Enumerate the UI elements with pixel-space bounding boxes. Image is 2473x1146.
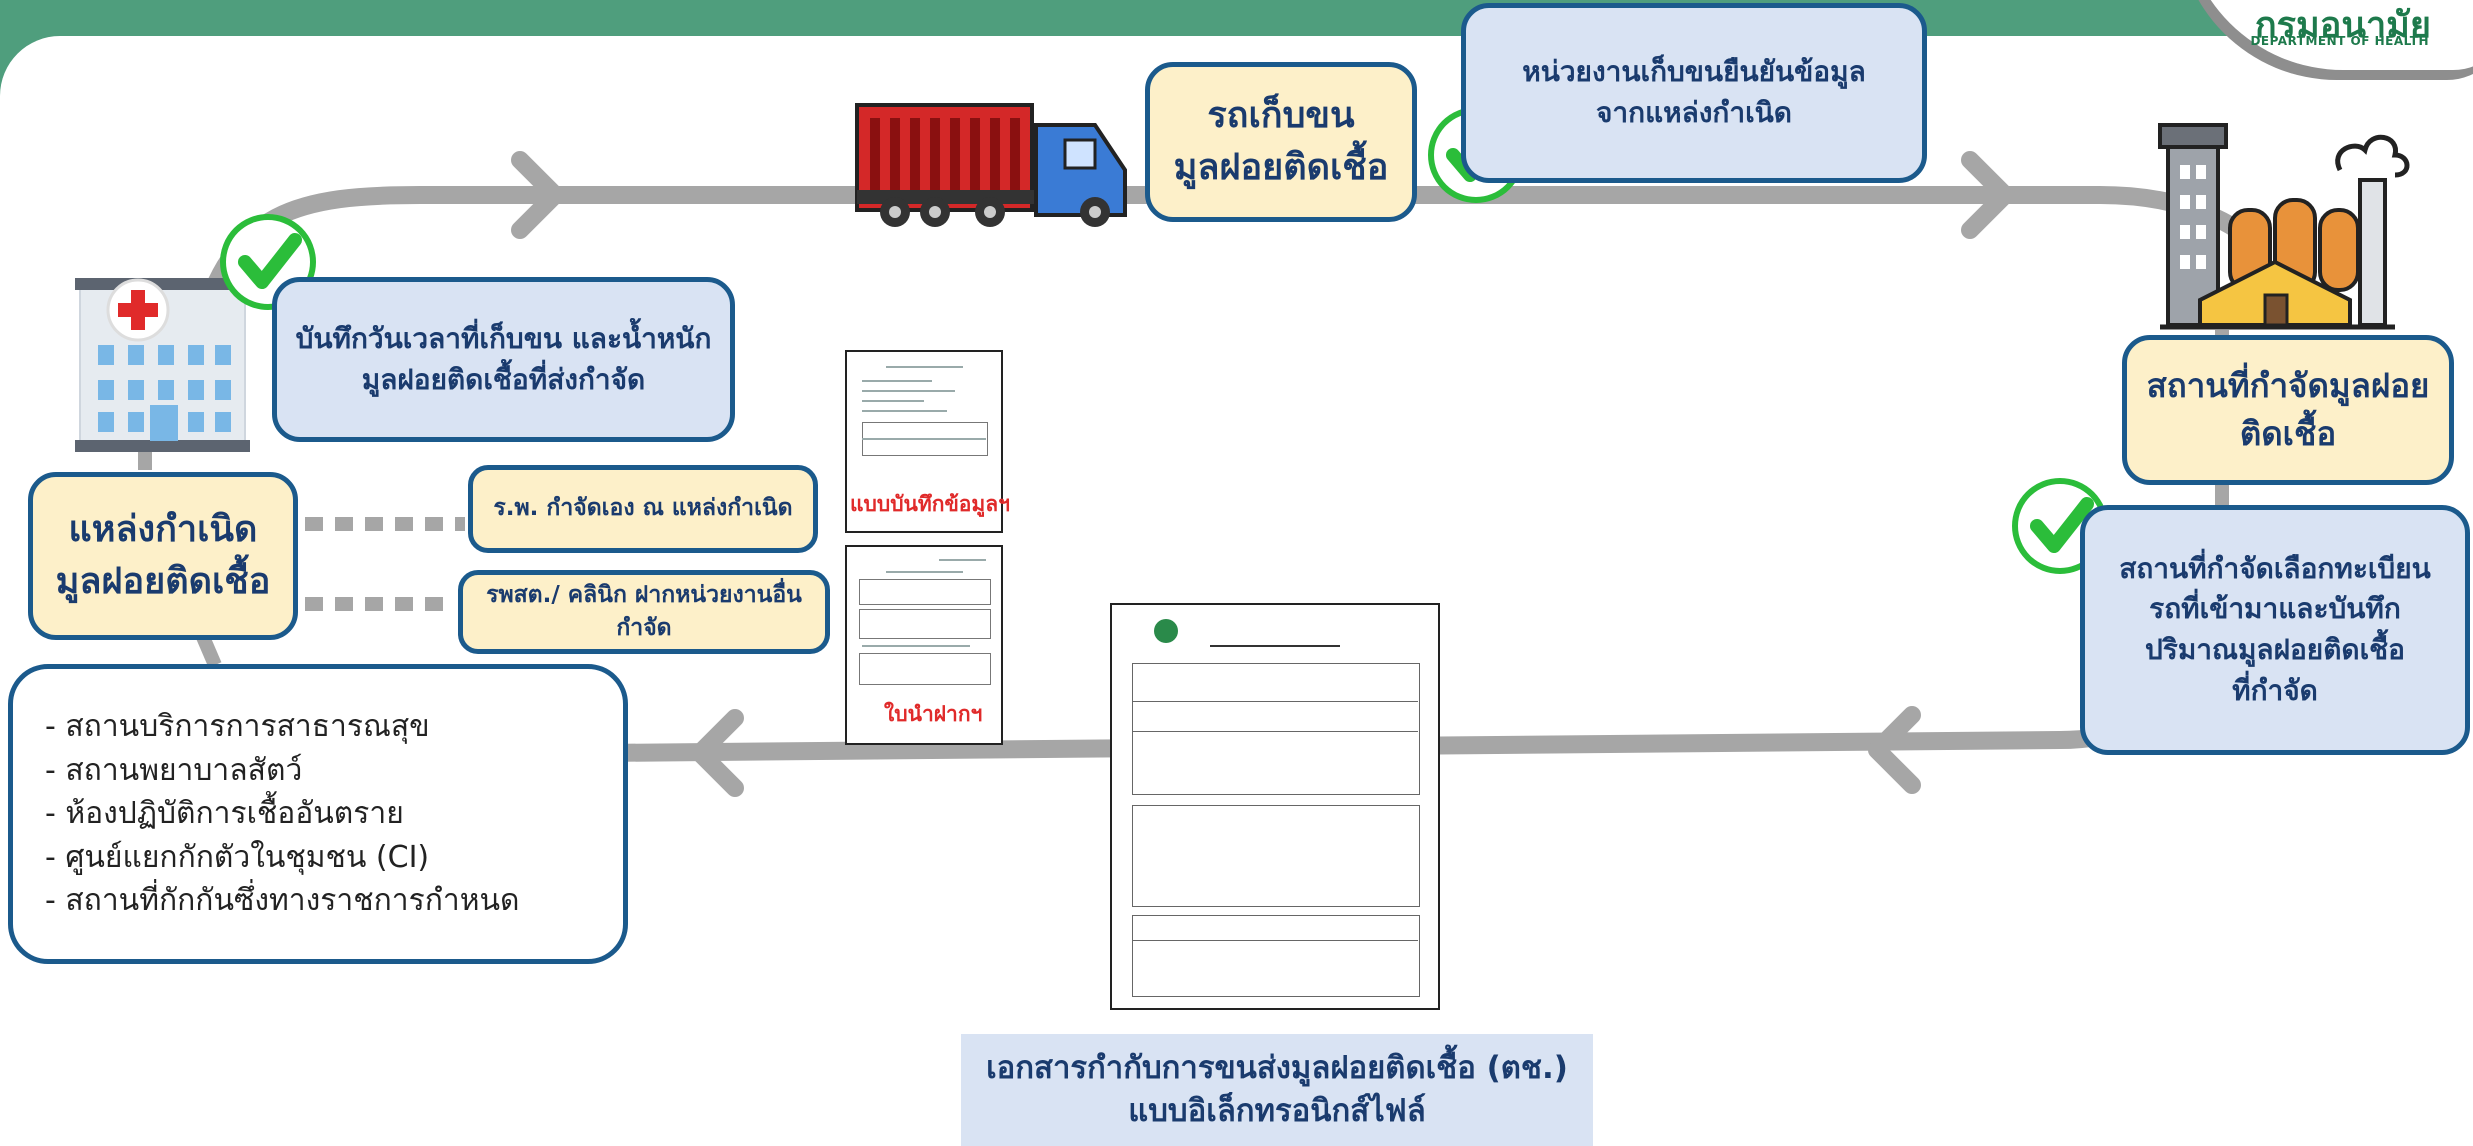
collector-note: หน่วยงานเก็บขนยืนยันข้อมูล จากแหล่งกำเนิ… — [1461, 3, 1927, 183]
arrow-right-2 — [1961, 151, 2014, 239]
source-note-line-2: มูลฝอยติดเชื้อที่ส่งกำจัด — [361, 362, 646, 396]
disposal-note-line-1: สถานที่กำจัดเลือกทะเบียน — [2119, 551, 2431, 585]
logo-name-english: DEPARTMENT OF HEALTH — [2250, 34, 2429, 48]
option-outsource-disposal: รพสต./ คลินิก ฝากหน่วยงานอื่นกำจัด — [458, 570, 830, 654]
truck-box-line-2: มูลฝอยติดเชื้อ — [1173, 147, 1389, 188]
arrow-left-1 — [1868, 706, 1921, 794]
collector-note-line-2: จากแหล่งกำเนิด — [1595, 96, 1792, 129]
disposal-note-line-2: รถที่เข้ามาและบันทึก — [2149, 592, 2401, 626]
logo-name-thai: กรมอนามัย — [2254, 5, 2431, 46]
collector-note-line-1: หน่วยงานเก็บขนยืนยันข้อมูล — [1522, 55, 1866, 89]
deposit-slip-caption: ใบนำฝากฯ — [884, 702, 983, 726]
source-type-item: - สถานพยาบาลสัตว์ — [45, 752, 303, 788]
source-type-item: - ห้องปฏิบัติการเชื้ออันตราย — [45, 796, 404, 832]
truck-box: รถเก็บขน มูลฝอยติดเชื้อ — [1145, 62, 1417, 222]
truck-icon — [855, 103, 1127, 227]
source-type-item: - สถานบริการการสาธารณสุข — [45, 709, 430, 745]
disposal-note-line-3: ปริมาณมูลฝอยติดเชื้อ — [2145, 633, 2405, 666]
option-self-disposal: ร.พ. กำจัดเอง ณ แหล่งกำเนิด — [468, 465, 818, 553]
disposal-note: สถานที่กำจัดเลือกทะเบียน รถที่เข้ามาและบ… — [2080, 505, 2470, 755]
hospital-icon — [75, 278, 250, 452]
source-type-item: - สถานที่กักกันซึ่งทางราชการกำหนด — [45, 883, 520, 919]
deposit-slip-thumbnail — [845, 545, 1003, 745]
source-types-list: - สถานบริการการสาธารณสุข - สถานพยาบาลสัต… — [8, 664, 628, 964]
disposal-box-line-1: สถานที่กำจัดมูลฝอย — [2146, 366, 2430, 406]
record-form-caption: แบบบันทึกข้อมูลฯ — [850, 492, 1010, 516]
arrow-right-1 — [511, 151, 564, 239]
source-note: บันทึกวันเวลาที่เก็บขน และน้ำหนัก มูลฝอย… — [272, 277, 735, 442]
disposal-box-line-2: ติดเชื้อ — [2239, 414, 2337, 453]
source-box-line-2: มูลฝอยติดเชื้อ — [55, 561, 271, 602]
disposal-note-line-4: ที่กำจัด — [2232, 673, 2318, 707]
source-note-line-1: บันทึกวันเวลาที่เก็บขน และน้ำหนัก — [295, 321, 712, 355]
record-form-thumbnail — [845, 350, 1003, 533]
source-box-line-1: แหล่งกำเนิด — [68, 508, 258, 550]
manifest-caption: เอกสารกำกับการขนส่งมูลฝอยติดเชื้อ (ตช.) … — [961, 1034, 1593, 1146]
arrow-left-2 — [691, 709, 744, 797]
disposal-box: สถานที่กำจัดมูลฝอย ติดเชื้อ — [2122, 335, 2454, 485]
source-type-item: - ศูนย์แยกกักตัวในชุมชน (CI) — [45, 839, 430, 875]
factory-icon — [2158, 123, 2410, 330]
source-box: แหล่งกำเนิด มูลฝอยติดเชื้อ — [28, 472, 298, 640]
manifest-caption-line-2: แบบอิเล็กทรอนิกส์ไฟล์ — [1128, 1093, 1426, 1129]
manifest-caption-line-1: เอกสารกำกับการขนส่งมูลฝอยติดเชื้อ (ตช.) — [986, 1049, 1568, 1086]
truck-box-line-1: รถเก็บขน — [1207, 94, 1355, 136]
manifest-document-thumbnail — [1110, 603, 1440, 1010]
